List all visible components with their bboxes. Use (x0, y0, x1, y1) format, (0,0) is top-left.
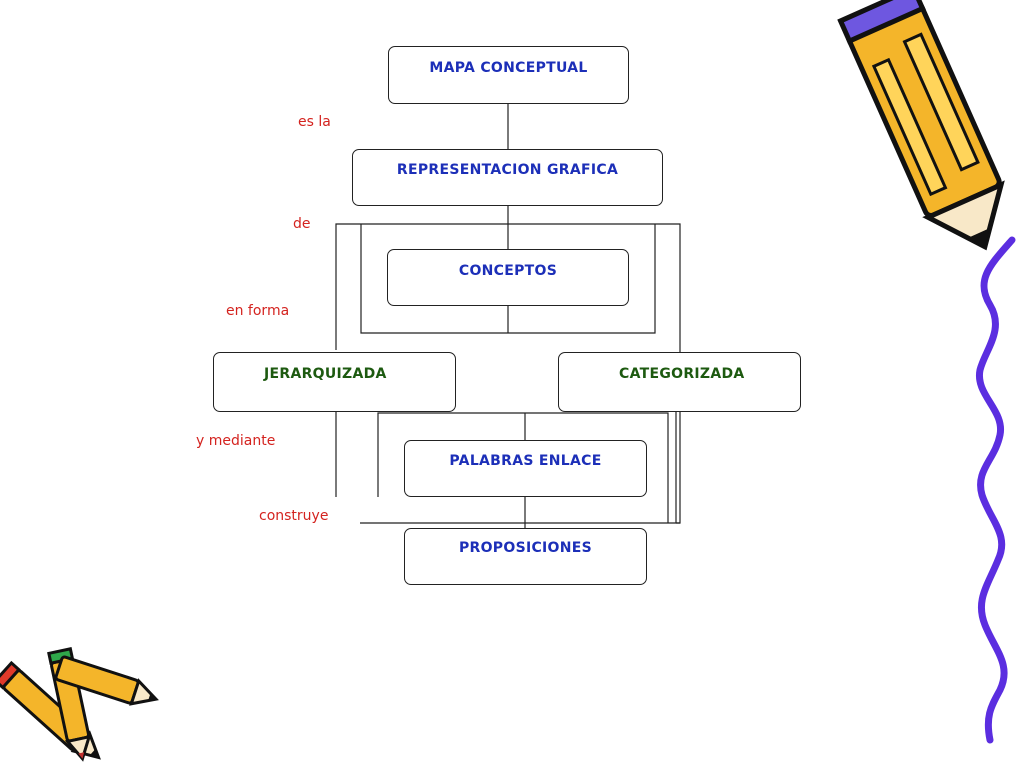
node-mapa-conceptual: MAPA CONCEPTUAL (388, 46, 629, 104)
link-en-forma: en forma (226, 303, 290, 319)
node-representacion-grafica: REPRESENTACION GRAFICA (352, 149, 663, 206)
node-jerarquizada: JERARQUIZADA (213, 352, 456, 412)
link-es-la: es la (298, 114, 331, 130)
node-proposiciones: PROPOSICIONES (404, 528, 647, 585)
node-palabras-enlace: PALABRAS ENLACE (404, 440, 647, 497)
link-y-mediante: y mediante (196, 433, 276, 449)
link-de: de (293, 216, 311, 232)
link-construye: construye (259, 508, 329, 524)
node-categorizada: CATEGORIZADA (558, 352, 801, 412)
node-conceptos: CONCEPTOS (387, 249, 629, 306)
